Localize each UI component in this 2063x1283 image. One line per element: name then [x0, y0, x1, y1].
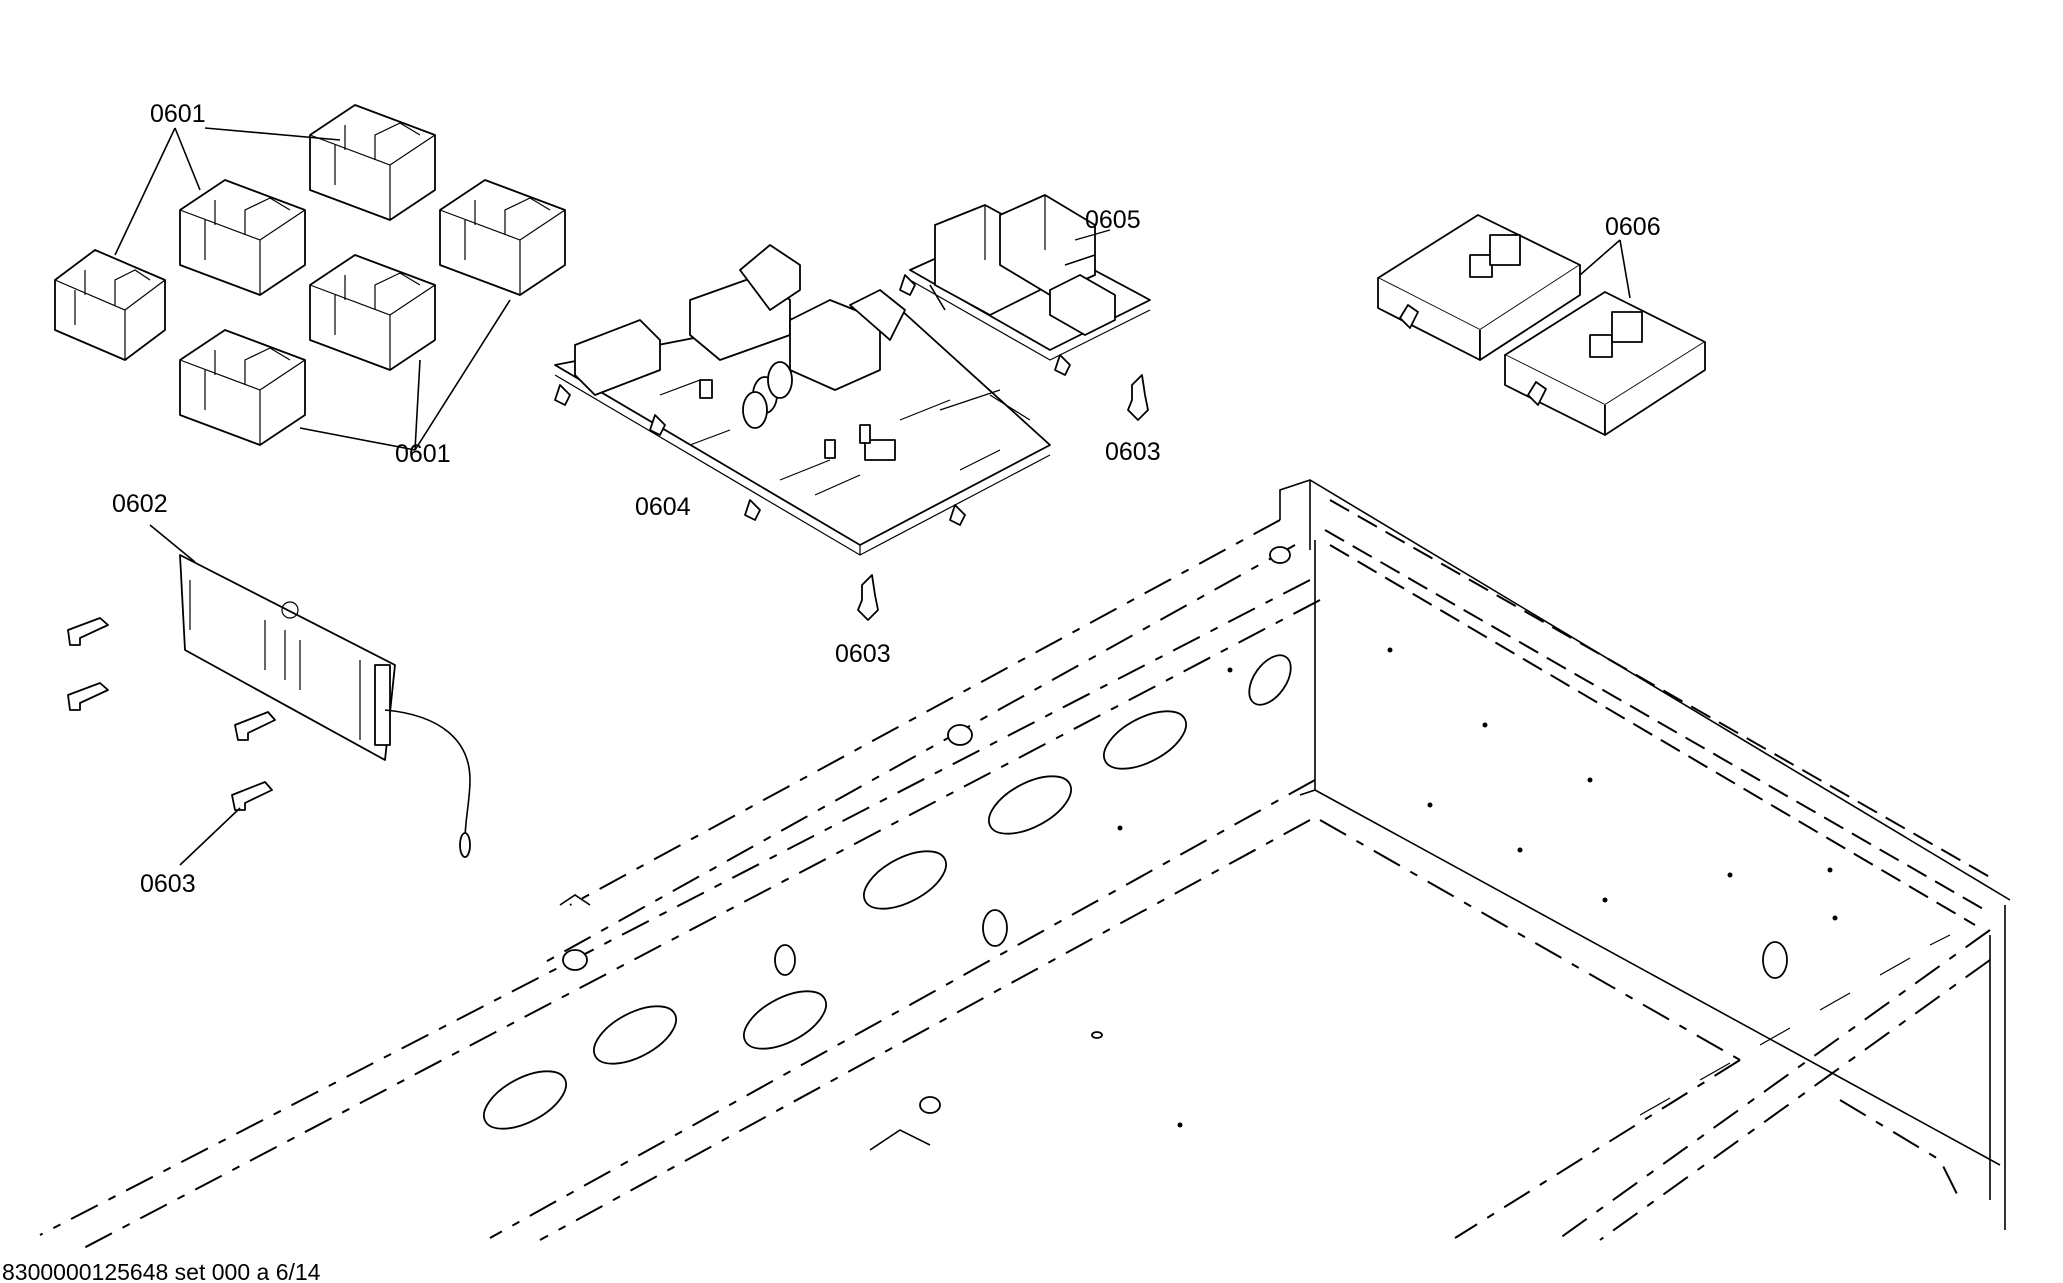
- label-0602: 0602: [112, 490, 168, 518]
- relay-board-0605: [899, 194, 1151, 376]
- drawing-reference-footer: 8300000125648 set 000 a 6/14: [2, 1259, 321, 1283]
- label-0603-left: 0603: [140, 870, 196, 898]
- frame-dots: [1117, 647, 1838, 1128]
- label-0606: 0606: [1605, 213, 1661, 241]
- module: [1377, 214, 1581, 361]
- label-0601-top: 0601: [150, 100, 206, 128]
- relay-block: [54, 249, 166, 361]
- label-0603-center: 0603: [835, 640, 891, 668]
- relay-block: [309, 254, 436, 371]
- relay-block: [309, 104, 436, 221]
- part-labels: 0601 0601 0602 0603 0603 0603 0604 0605 …: [112, 100, 1661, 898]
- standoffs-0603-left: [67, 617, 276, 866]
- module: [1504, 291, 1706, 436]
- label-0603-right: 0603: [1105, 438, 1161, 466]
- relay-blocks-0601: [54, 104, 566, 451]
- chassis-frame: [39, 479, 2011, 1251]
- label-0605: 0605: [1085, 206, 1141, 234]
- main-board-0604: [554, 244, 1051, 556]
- modules-0606: [1377, 214, 1706, 436]
- control-board-0602: [149, 524, 471, 858]
- label-0604: 0604: [635, 493, 691, 521]
- standoffs-0603: [857, 374, 1149, 621]
- relay-block: [439, 179, 566, 296]
- label-0601-bottom: 0601: [395, 440, 451, 468]
- relay-block: [179, 179, 306, 296]
- relay-block: [179, 329, 306, 446]
